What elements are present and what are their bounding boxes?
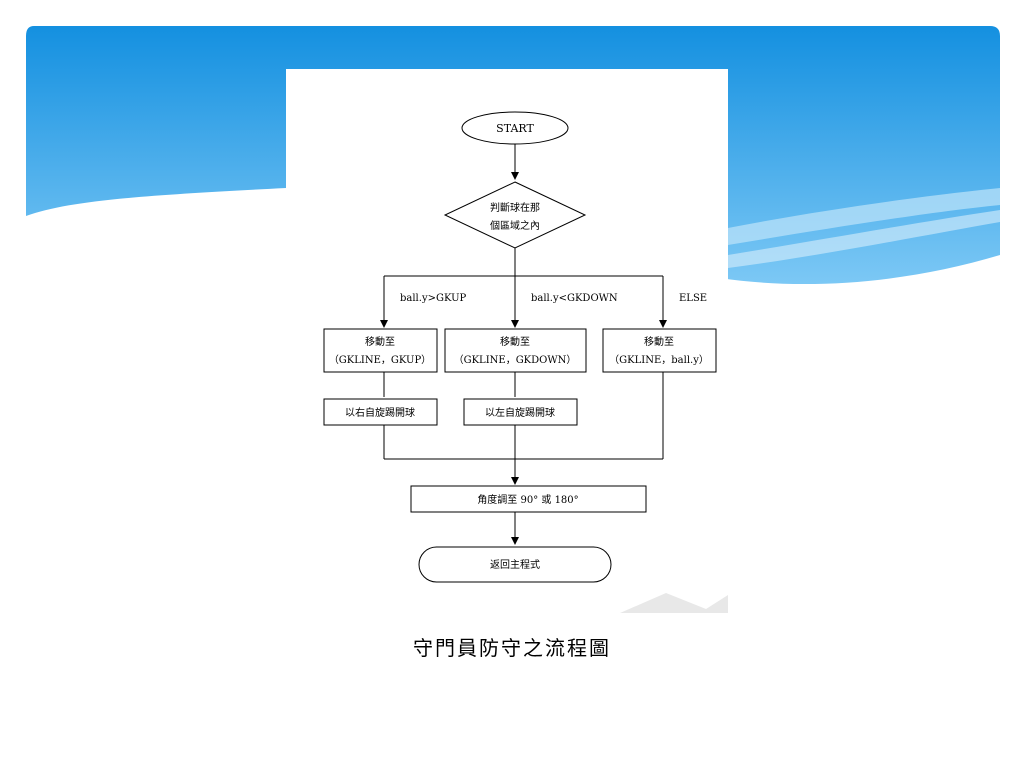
return-label: 返回主程式 (490, 558, 540, 571)
kick-box-left (323, 398, 438, 426)
action-left-line1: 移動至 (365, 335, 395, 348)
action-right-line1: 移動至 (644, 335, 674, 348)
kick-middle-label: 以左自旋踢開球 (485, 406, 555, 419)
decision-label-line1: 判斷球在那 (490, 201, 540, 214)
figure-caption: 守門員防守之流程圖 (413, 636, 611, 660)
return-node (418, 546, 612, 583)
condition-label-middle: ball.y<GKDOWN (531, 293, 618, 304)
banner-wave-light (728, 188, 1000, 245)
action-middle-line2: （GKLINE，GKDOWN） (454, 354, 577, 366)
start-label: START (496, 122, 534, 135)
condition-label-left: ball.y>GKUP (400, 293, 466, 304)
kick-box-middle (463, 398, 578, 426)
flowchart-figure: START 判斷球在那 個區域之內 ball.y>GKUP ball.y<GKD… (286, 69, 728, 613)
banner-wave-light-2 (728, 210, 1000, 268)
decision-node (443, 181, 587, 249)
action-left-line2: （GKLINE，GKUP） (329, 354, 431, 366)
kick-left-label: 以右自旋踢開球 (345, 406, 415, 419)
angle-box (410, 485, 647, 513)
action-right-line2: （GKLINE，ball.y） (609, 354, 709, 366)
corner-decoration (620, 593, 728, 613)
decision-label-line2: 個區域之內 (490, 219, 540, 232)
action-middle-line1: 移動至 (500, 335, 530, 348)
action-box-right (602, 328, 717, 373)
angle-label: 角度調至 90° 或 180° (477, 493, 578, 506)
condition-label-right: ELSE (679, 293, 707, 304)
action-box-left (323, 328, 438, 373)
flowchart-diagram: START 判斷球在那 個區域之內 ball.y>GKUP ball.y<GKD… (323, 111, 728, 613)
